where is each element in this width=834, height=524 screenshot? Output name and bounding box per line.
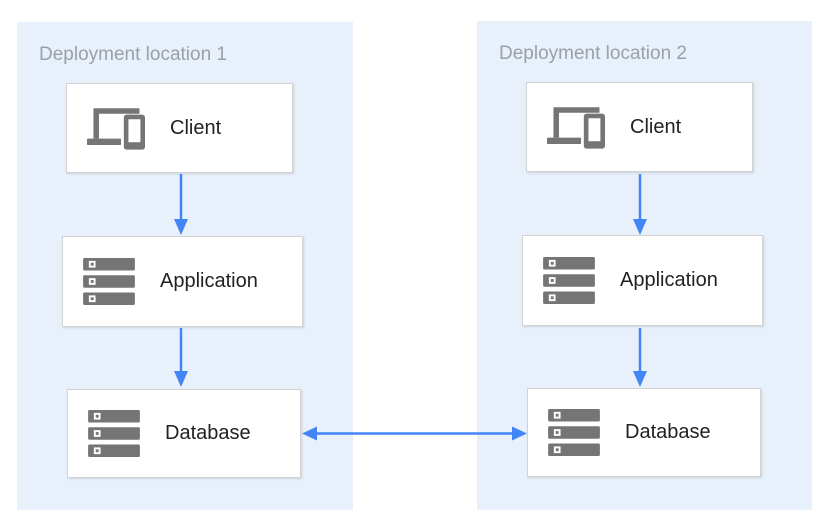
server-stack-icon	[543, 257, 595, 304]
panel-title: Deployment location 1	[39, 44, 227, 65]
devices-icon	[547, 105, 605, 149]
server-stack-icon	[88, 410, 140, 457]
panel-title: Deployment location 2	[499, 43, 687, 64]
server-stack-icon	[83, 258, 135, 305]
node-label: Application	[620, 269, 718, 291]
devices-icon	[87, 106, 145, 150]
client-node-1: Client	[66, 83, 293, 173]
node-label: Database	[165, 422, 251, 444]
deployment-location-2-panel: Deployment location 2 Client	[477, 21, 812, 510]
application-node-1: Application	[62, 236, 303, 327]
server-stack-icon	[548, 409, 600, 456]
node-label: Client	[170, 116, 222, 139]
client-node-2: Client	[526, 82, 753, 172]
deployment-location-1-panel: Deployment location 1 Client	[17, 22, 353, 510]
node-label: Application	[160, 270, 258, 292]
node-label: Database	[625, 421, 711, 443]
node-label: Client	[630, 115, 682, 138]
database-node-1: Database	[67, 389, 301, 478]
database-node-2: Database	[527, 388, 761, 477]
application-node-2: Application	[522, 235, 763, 326]
